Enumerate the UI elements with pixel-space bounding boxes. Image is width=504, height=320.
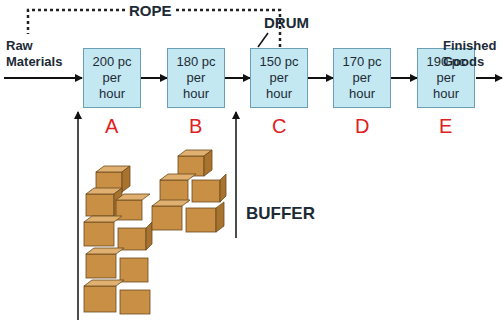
output-arrow [476,77,502,79]
station-letter: B [189,114,202,138]
rate-text: 150 pc per hour [255,54,303,102]
buffer-bracket [77,112,79,320]
station-letter: A [105,114,118,138]
rate-text: 200 pc per hour [88,54,136,102]
process-box: 170 pc per hour [333,48,391,108]
flow-arrow [141,77,167,79]
buffer-boxes [84,166,152,314]
drum-leader [258,33,268,47]
rate-text: 180 pc per hour [172,54,220,102]
process-box: 200 pc per hour [83,48,141,108]
buffer-boxes [152,150,226,232]
annotation-label: DRUM [264,14,309,32]
flow-arrow [225,77,250,79]
station-letter: C [272,114,286,138]
rate-text: 170 pc per hour [338,54,386,102]
input-arrow [4,77,82,79]
flow-arrow [391,77,417,79]
buffer-bracket [235,112,237,238]
annotation-label: ROPE [125,2,176,20]
flow-arrow [308,77,333,79]
process-box: 150 pc per hour [250,48,308,108]
station-letter: E [439,114,452,138]
annotation-label: Finished Goods [443,38,503,70]
annotation-label: Raw Materials [6,38,76,70]
station-letter: D [355,114,369,138]
process-box: 180 pc per hour [167,48,225,108]
annotation-label: BUFFER [246,204,315,224]
